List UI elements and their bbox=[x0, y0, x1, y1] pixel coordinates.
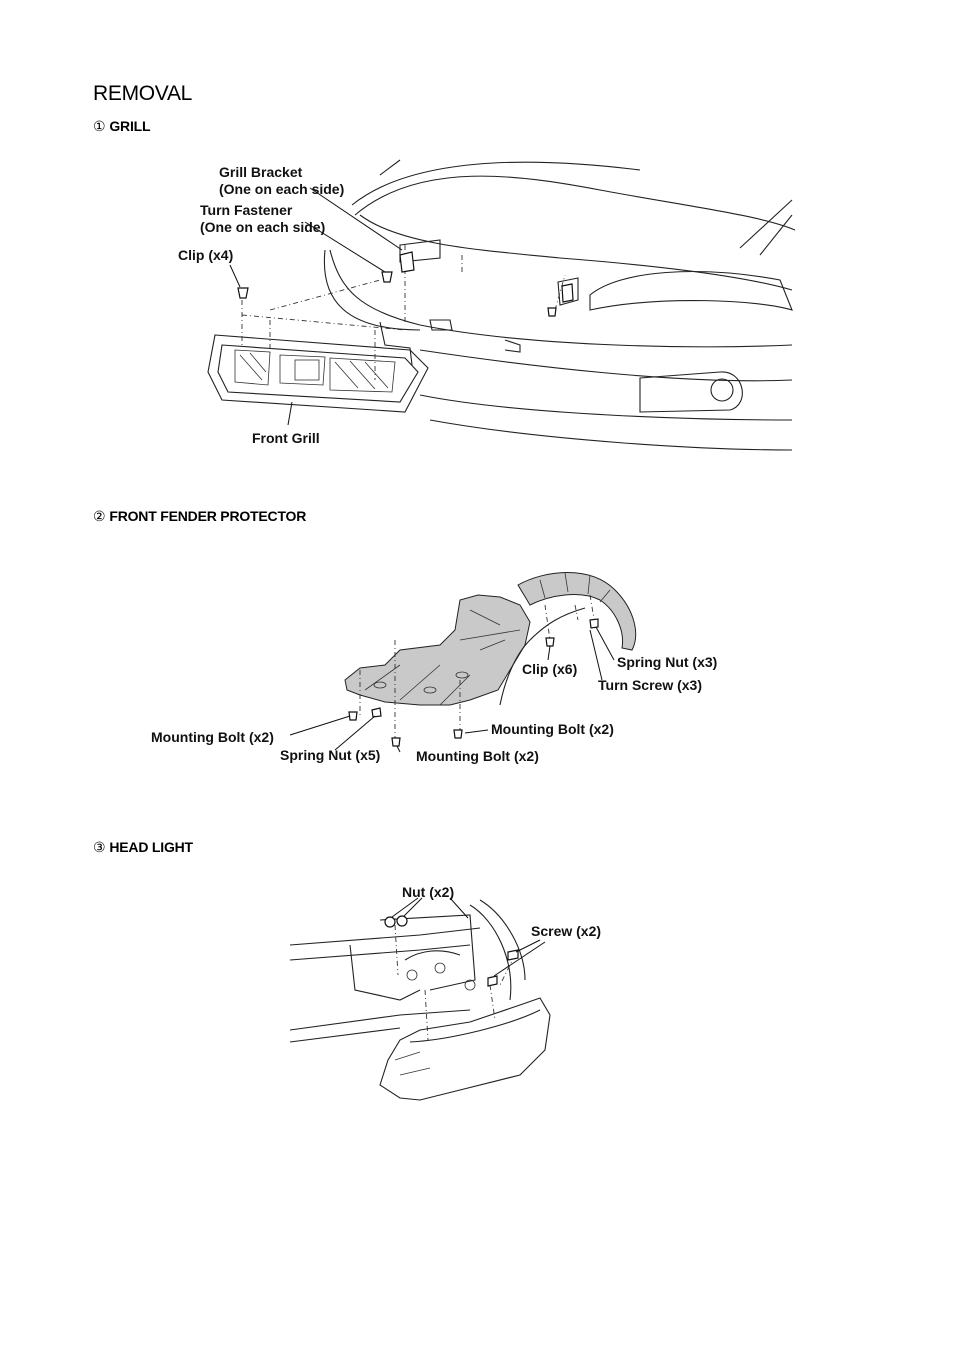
turn-fastener-icon bbox=[381, 271, 393, 283]
label-spring-nut-x3: Spring Nut (x3) bbox=[617, 654, 717, 670]
nut-icon bbox=[384, 916, 396, 928]
mounting-bolt-icon bbox=[348, 711, 358, 721]
page-title: REMOVAL bbox=[93, 82, 193, 106]
label-spring-nut-x5: Spring Nut (x5) bbox=[280, 747, 380, 763]
spring-nut-icon bbox=[371, 707, 382, 718]
fender-leader-lines bbox=[289, 626, 615, 753]
label-mounting-bolt-left: Mounting Bolt (x2) bbox=[151, 729, 274, 745]
section-title: GRILL bbox=[109, 118, 151, 134]
section-title: HEAD LIGHT bbox=[109, 839, 193, 855]
screw-icon bbox=[507, 949, 519, 961]
screw-icon bbox=[487, 975, 498, 987]
clip-icon bbox=[545, 637, 555, 647]
section-number: ② bbox=[93, 508, 106, 524]
label-turn-fastener-note: (One on each side) bbox=[200, 219, 325, 235]
label-grill-bracket-note: (One on each side) bbox=[219, 181, 344, 197]
section-title: FRONT FENDER PROTECTOR bbox=[109, 508, 307, 524]
label-mounting-bolt-bottom: Mounting Bolt (x2) bbox=[416, 748, 539, 764]
head-light-leader-lines bbox=[391, 897, 546, 977]
mounting-bolt-icon bbox=[453, 729, 463, 739]
label-turn-fastener: Turn Fastener bbox=[200, 202, 293, 218]
label-front-grill: Front Grill bbox=[252, 430, 320, 446]
head-light-labels: Nut (x2) Screw (x2) bbox=[402, 884, 601, 939]
grill-leader-lines bbox=[229, 187, 403, 426]
mounting-bolt-icon bbox=[391, 737, 401, 747]
grill-bracket-icon bbox=[399, 251, 415, 273]
label-grill-bracket: Grill Bracket bbox=[219, 164, 303, 180]
label-turn-screw-x3: Turn Screw (x3) bbox=[598, 677, 702, 693]
nut-icon bbox=[396, 915, 408, 927]
head-light-alignment-lines bbox=[394, 924, 516, 1041]
clip-icon bbox=[237, 287, 249, 299]
label-clip-x6: Clip (x6) bbox=[522, 661, 577, 677]
fender-fasteners bbox=[348, 618, 599, 747]
label-screw-x2: Screw (x2) bbox=[531, 923, 601, 939]
head-light-body-illustration bbox=[289, 899, 526, 1043]
grill-fasteners bbox=[237, 251, 574, 317]
spring-nut-icon bbox=[589, 618, 599, 629]
car-front-body-illustration bbox=[323, 159, 796, 451]
label-clip: Clip (x4) bbox=[178, 247, 233, 263]
fender-liner-part bbox=[517, 572, 637, 651]
label-nut-x2: Nut (x2) bbox=[402, 884, 454, 900]
label-mounting-bolt-right: Mounting Bolt (x2) bbox=[491, 721, 614, 737]
turn-fastener-icon bbox=[547, 307, 557, 317]
head-light-assembly-part bbox=[379, 997, 551, 1101]
grill-bracket-icon bbox=[561, 283, 574, 303]
under-cover-part bbox=[344, 594, 531, 706]
front-grill-part bbox=[207, 334, 429, 413]
section-number: ① bbox=[93, 118, 106, 134]
fender-labels: Clip (x6) Spring Nut (x3) Turn Screw (x3… bbox=[151, 654, 717, 764]
grill-labels: Grill Bracket (One on each side) Turn Fa… bbox=[178, 164, 344, 446]
head-light-fasteners bbox=[384, 915, 519, 987]
section-number: ③ bbox=[93, 839, 106, 855]
